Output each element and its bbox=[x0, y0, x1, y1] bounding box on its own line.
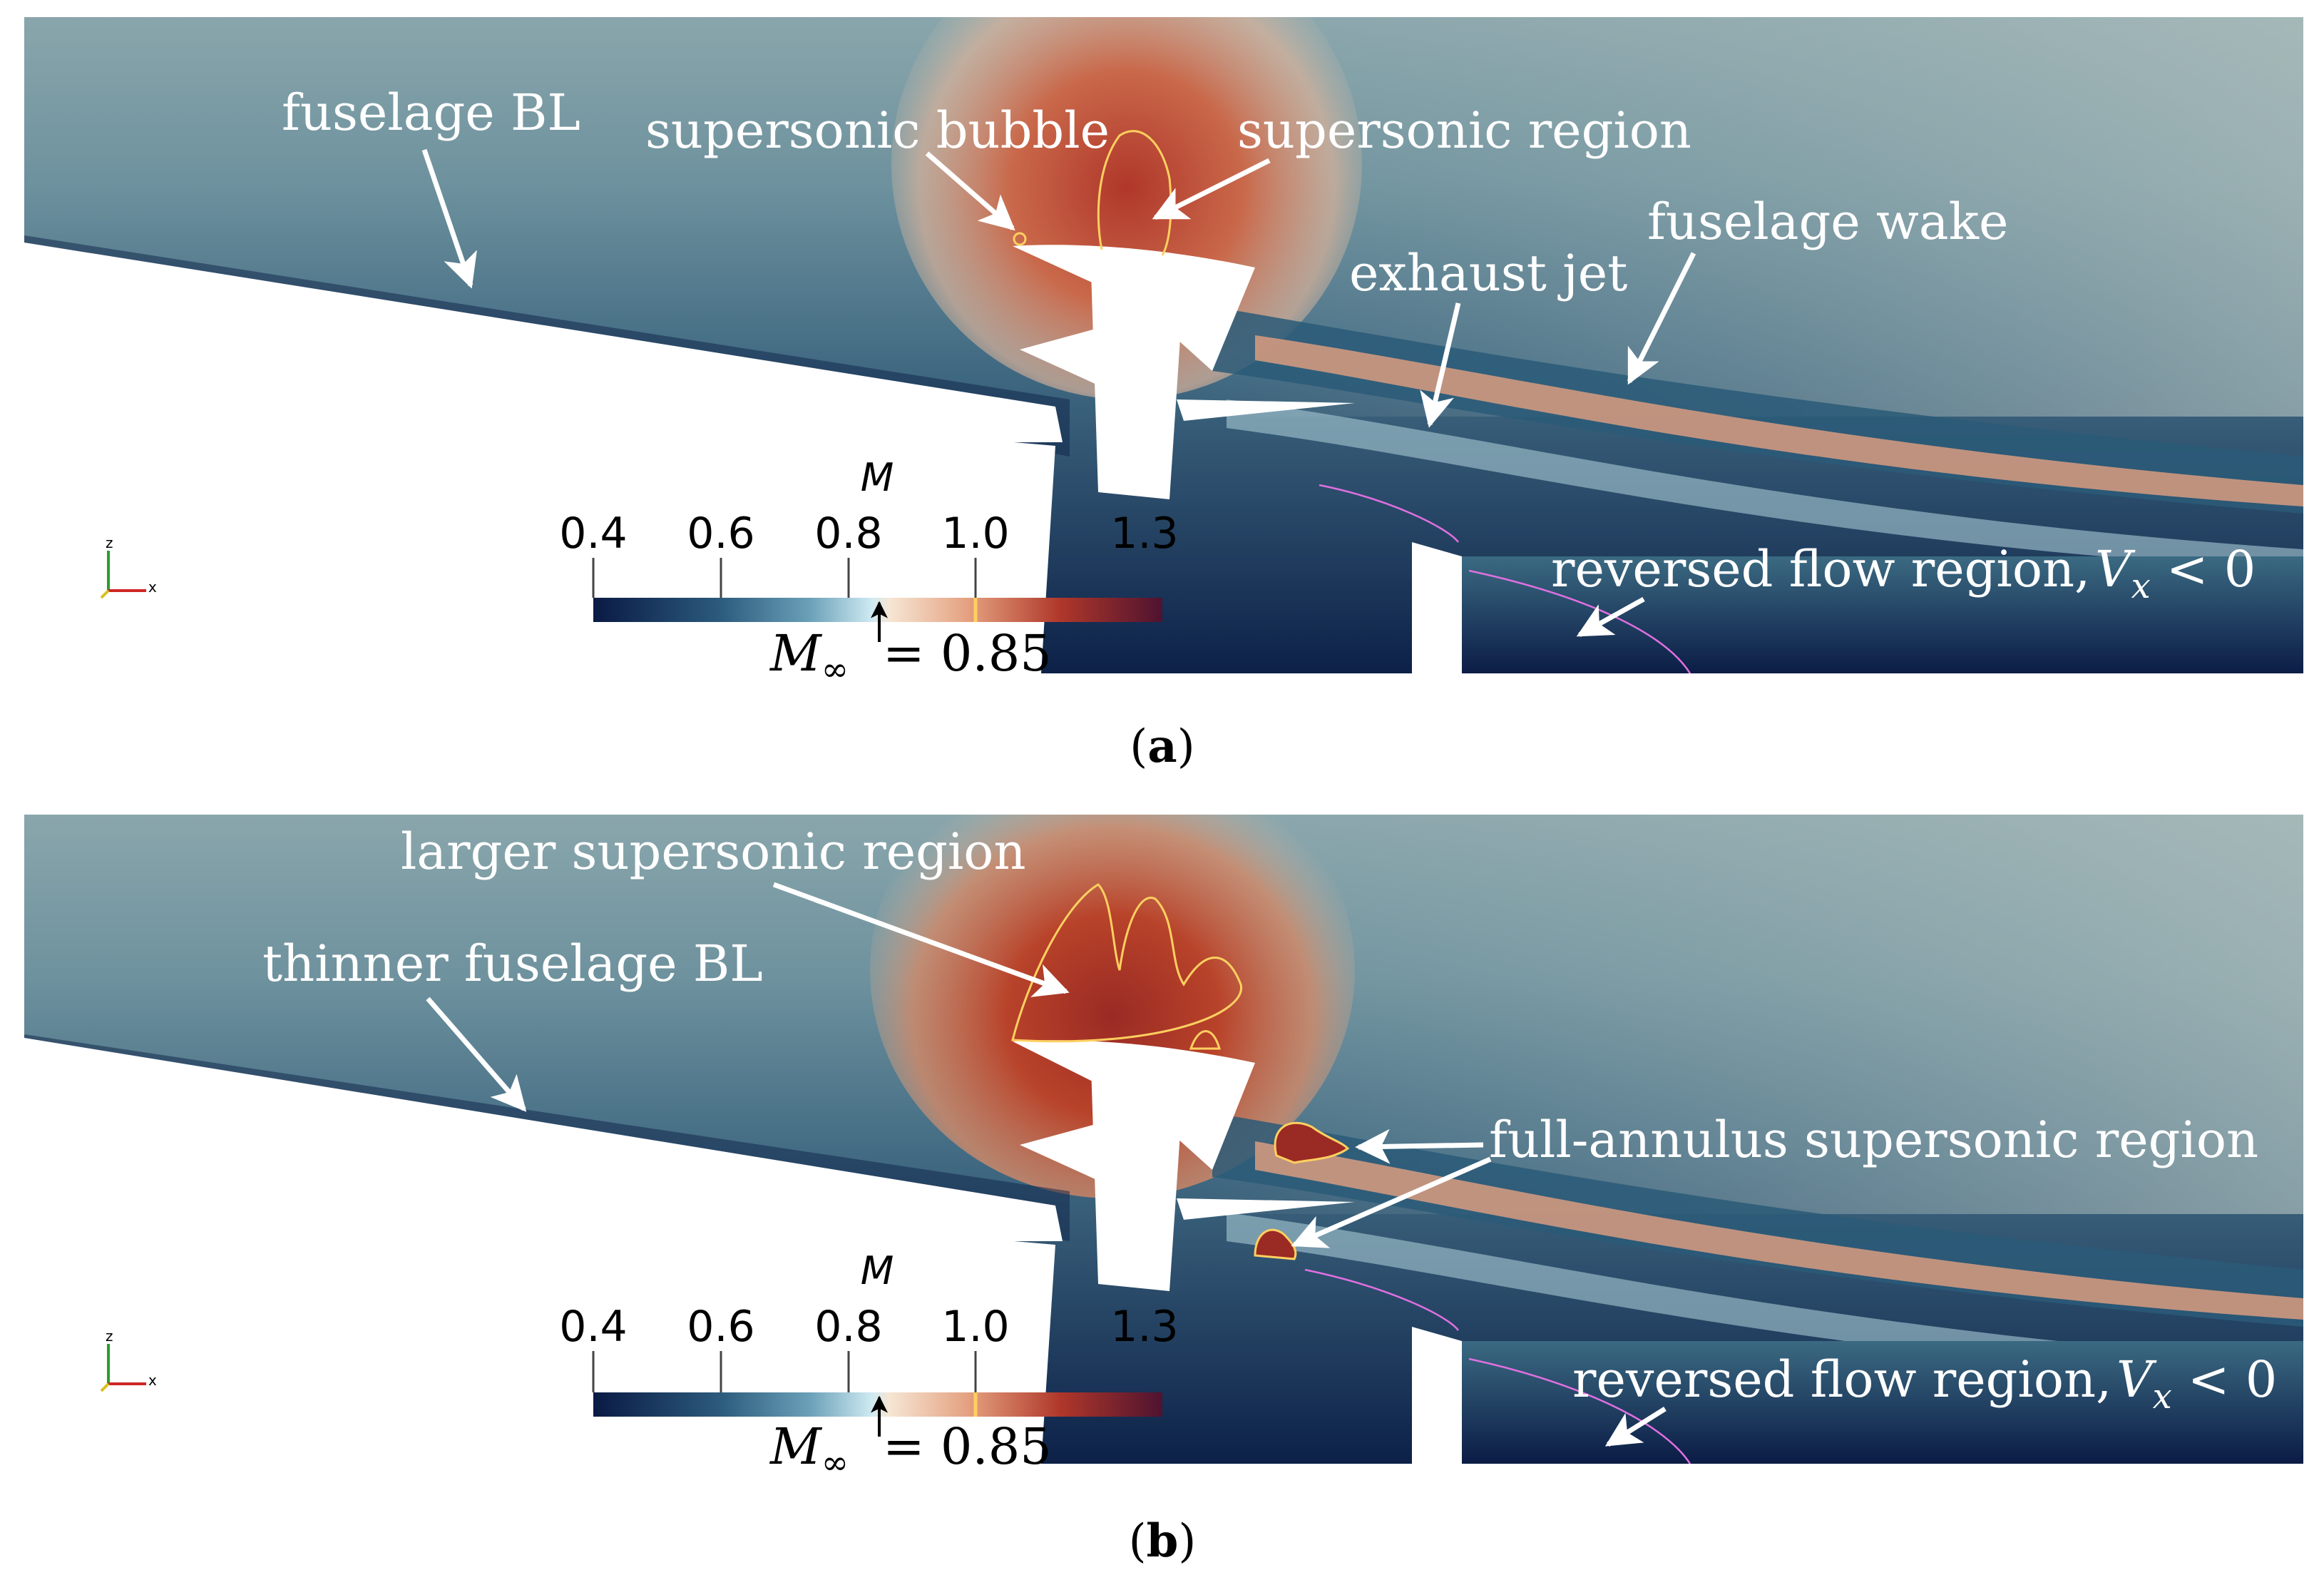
panel-b-axis-triad: z x bbox=[100, 1327, 157, 1392]
label-supersonic-region: supersonic region bbox=[1237, 101, 1691, 160]
colorbar-tick: 1.3 bbox=[1110, 509, 1178, 559]
colorbar-tick: 0.6 bbox=[687, 1302, 754, 1352]
panel-b-colorbar: M 0.4 0.6 0.8 1.0 1.3 M∞ = 0.85 bbox=[559, 1248, 1178, 1482]
colorbar-tick: 0.8 bbox=[814, 509, 882, 559]
colorbar-title: M bbox=[861, 455, 894, 500]
label-thinner-fuselage-bl: thinner fuselage BL bbox=[262, 934, 763, 993]
label-reversed-flow: reversed flow region, bbox=[1572, 1350, 2111, 1409]
panel-a-caption: (a) bbox=[1130, 720, 1194, 773]
colorbar-tick: 1.0 bbox=[941, 509, 1009, 559]
arrow-larger-supersonic-region bbox=[772, 882, 1070, 997]
arrow-exhaust-jet bbox=[1420, 302, 1461, 428]
svg-text:x: x bbox=[148, 1372, 157, 1389]
panel-a-arrows bbox=[421, 148, 1696, 638]
arrow-supersonic-bubble bbox=[925, 151, 1015, 231]
panel-a-colorbar: M 0.4 0.6 0.8 1.0 1.3 M∞ = 0.85 bbox=[559, 455, 1178, 688]
freestream-symbol: M∞ bbox=[769, 624, 849, 688]
colorbar-title: M bbox=[861, 1248, 894, 1293]
arrow-fuselage-bl bbox=[421, 148, 477, 289]
arrow-thinner-fuselage-bl bbox=[426, 997, 527, 1112]
label-fuselage-wake: fuselage wake bbox=[1647, 193, 2008, 251]
freestream-value: = 0.85 bbox=[883, 1417, 1052, 1476]
label-fuselage-bl: fuselage BL bbox=[282, 83, 580, 142]
panel-b-contour bbox=[24, 815, 2303, 1464]
panel-b-caption: (b) bbox=[1129, 1514, 1197, 1568]
colorbar-tick: 0.6 bbox=[687, 509, 754, 559]
arrow-annulus-upper bbox=[1355, 1128, 1484, 1164]
colorbar-tick: 0.8 bbox=[814, 1302, 882, 1352]
svg-text:x: x bbox=[148, 579, 157, 596]
panel-a-contour bbox=[24, 17, 2303, 673]
label-exhaust-jet: exhaust jet bbox=[1349, 244, 1627, 302]
arrow-reversed-flow bbox=[1576, 596, 1645, 638]
colorbar-tick: 0.4 bbox=[559, 1302, 627, 1352]
panel-a: fuselage BL supersonic bubble supersonic… bbox=[24, 17, 2303, 773]
colorbar-tick: 1.0 bbox=[941, 1302, 1009, 1352]
label-reversed-flow: reversed flow region, bbox=[1551, 540, 2090, 598]
arrow-reversed-flow bbox=[1604, 1407, 1667, 1447]
arrow-supersonic-region bbox=[1152, 158, 1271, 220]
svg-text:z: z bbox=[106, 534, 113, 551]
label-vx-symbol: Vx < 0 bbox=[2116, 1350, 2277, 1417]
panel-b: larger supersonic region thinner fuselag… bbox=[24, 815, 2303, 1568]
panel-b-arrows bbox=[426, 882, 1667, 1447]
label-vx-symbol: Vx < 0 bbox=[2095, 540, 2256, 606]
arrow-fuselage-wake bbox=[1627, 252, 1696, 385]
panel-a-annotations: fuselage BL supersonic bubble supersonic… bbox=[282, 83, 2256, 606]
svg-text:z: z bbox=[106, 1327, 113, 1345]
colorbar-tick: 1.3 bbox=[1110, 1302, 1178, 1352]
panel-b-annotations: larger supersonic region thinner fuselag… bbox=[262, 822, 2277, 1417]
label-larger-supersonic-region: larger supersonic region bbox=[401, 822, 1026, 881]
freestream-value: = 0.85 bbox=[883, 624, 1052, 683]
panel-a-axis-triad: z x bbox=[100, 534, 157, 599]
label-supersonic-bubble: supersonic bubble bbox=[645, 101, 1110, 160]
arrow-annulus-lower bbox=[1291, 1156, 1492, 1248]
label-full-annulus: full-annulus supersonic region bbox=[1489, 1111, 2258, 1169]
colorbar-tick: 0.4 bbox=[559, 509, 627, 559]
